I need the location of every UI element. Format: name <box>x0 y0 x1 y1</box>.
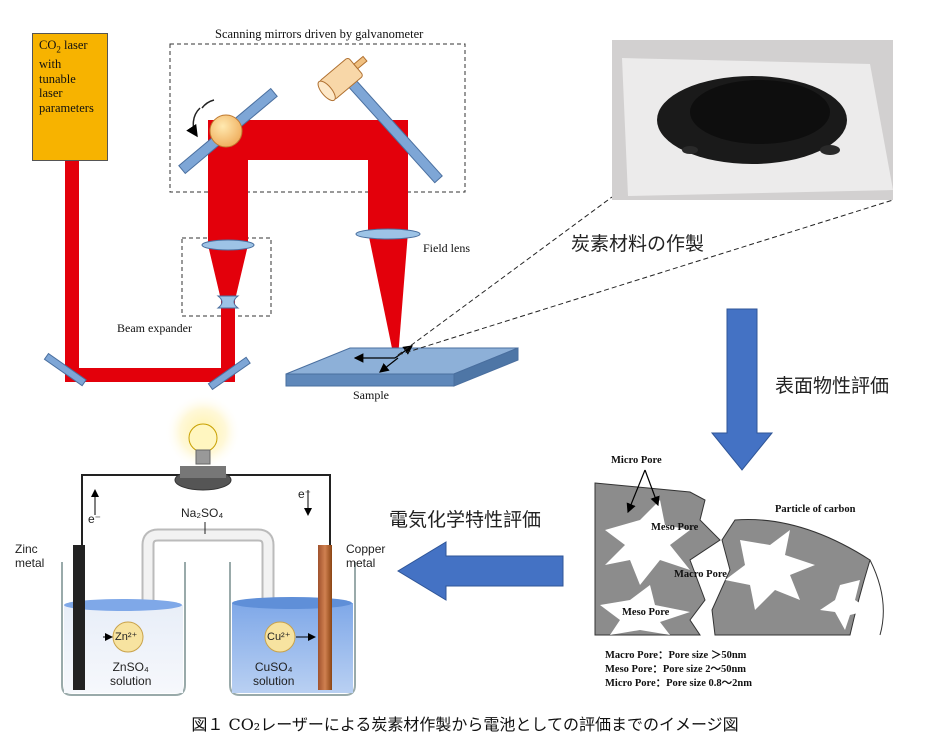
co2-laser-box: CO2 laser with tunable laser parameters <box>32 33 108 161</box>
laser-line-1: CO2 laser <box>39 38 88 55</box>
mirror-bottom-left <box>43 352 87 387</box>
zn-ion-label: Zn²⁺ <box>115 631 138 643</box>
laser-line-5: parameters <box>39 100 94 115</box>
scanning-mirrors-label: Scanning mirrors driven by galvanometer <box>215 27 424 41</box>
laser-line-3: tunable <box>39 71 76 86</box>
legend-meso: Meso Pore：Pore size 2～50nm <box>605 664 747 675</box>
scan-direction-arrows <box>353 345 413 373</box>
meso-pore-top-label: Meso Pore <box>651 522 699 533</box>
laser-line-4: laser <box>39 86 63 100</box>
scanning-mirror-box <box>169 43 466 193</box>
cu-ion-label: Cu²⁺ <box>267 631 291 643</box>
sample-plate <box>285 347 519 387</box>
micro-pore-label: Micro Pore <box>611 455 662 466</box>
step-electrochemical-evaluation: 電気化学特性評価 <box>389 509 542 531</box>
expander-concave-lens <box>216 295 240 309</box>
galvanometer-motor-1 <box>186 99 243 148</box>
zoom-projection-lines <box>397 196 894 356</box>
legend-micro: Micro Pore：Pore size 0.8～2nm <box>605 678 752 689</box>
meso-pore-bottom-label: Meso Pore <box>622 607 670 618</box>
left-arrow-electrochem <box>397 541 564 601</box>
legend-macro: Macro Pore：Pore size ＞50nm <box>605 650 747 661</box>
mirror-bottom-right <box>207 356 251 391</box>
carbon-powder-photo <box>612 40 893 200</box>
expander-lens <box>201 239 255 251</box>
salt-bridge-label: Na₂SO₄ <box>181 506 224 520</box>
electron-left-label: e⁻ <box>88 512 102 526</box>
macro-pore-label: Macro Pore <box>674 569 727 580</box>
electron-right-label: e⁻ <box>298 487 312 501</box>
field-lens <box>355 228 421 240</box>
galvanic-cell <box>61 394 356 696</box>
figure-caption: 図１ CO₂レーザーによる炭素材作製から電池としての評価までのイメージ図 <box>191 715 739 734</box>
galvanometer-motor-2 <box>317 55 368 102</box>
beam-expander-label: Beam expander <box>117 321 192 335</box>
sample-label: Sample <box>353 388 389 402</box>
step-carbon-preparation: 炭素材料の作製 <box>571 233 705 255</box>
particle-of-carbon-label: Particle of carbon <box>775 504 856 515</box>
pore-diagram <box>594 469 884 636</box>
step-surface-evaluation: 表面物性評価 <box>775 375 890 397</box>
field-lens-label: Field lens <box>423 241 470 255</box>
laser-line-2: with <box>39 57 62 71</box>
down-arrow-surface-eval <box>710 308 774 471</box>
laser-beam-path <box>65 120 408 382</box>
